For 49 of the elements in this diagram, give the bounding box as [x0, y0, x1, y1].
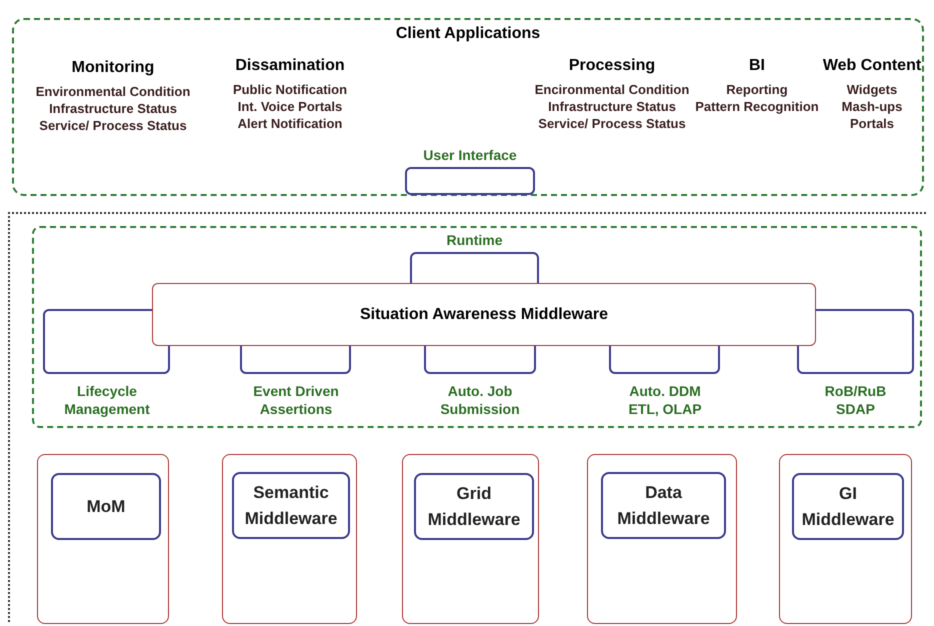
component-label: Auto. Job Submission [439, 382, 521, 418]
category-item: Service/ Process Status [39, 117, 187, 134]
category-item: Encironmental Condition [534, 81, 690, 98]
middleware-name: GI Middleware [800, 482, 896, 530]
dotted-region [8, 212, 926, 622]
component-label: Auto. DDM [629, 382, 701, 400]
category-item: Infrastructure Status [49, 100, 177, 117]
category-heading: Processing [568, 56, 656, 76]
middleware-card [587, 454, 737, 624]
category-item: Int. Voice Portals [238, 98, 342, 115]
middleware-box [232, 472, 350, 539]
component-label: Runtime [446, 231, 502, 249]
category-item: Environmental Condition [36, 83, 190, 100]
component-label: Event Driven Assertions [252, 382, 340, 418]
component-label: ETL, OLAP [628, 400, 702, 418]
middleware-name: MoM [86, 496, 126, 518]
middleware-name: Data Middleware [616, 482, 711, 530]
middleware-name: Semantic Middleware [244, 482, 338, 530]
client-panel [12, 18, 924, 196]
middleware-box [601, 472, 726, 539]
category-item: Public Notification [232, 81, 348, 98]
category-item: Widgets [846, 81, 898, 98]
category-heading: BI [749, 56, 765, 76]
category-item: Reporting [726, 81, 788, 98]
middleware-name: Grid Middleware [426, 482, 522, 530]
category-item: Service/ Process Status [538, 115, 686, 132]
middleware-card [222, 454, 357, 624]
component-label: User Interface [423, 146, 517, 164]
middleware-box [414, 473, 534, 540]
category-heading: Web Content [822, 56, 922, 76]
component-label: RoB/RuB [824, 382, 886, 400]
middleware-title: Situation Awareness Middleware [360, 304, 608, 324]
middleware-card [402, 454, 539, 624]
category-heading: Monitoring [72, 58, 154, 78]
middleware-box [792, 473, 904, 540]
category-item: Pattern Recognition [695, 98, 819, 115]
middleware-card [37, 454, 169, 624]
category-heading: Dissamination [235, 56, 345, 76]
category-item: Infrastructure Status [548, 98, 676, 115]
category-item: Mash-ups [842, 98, 902, 115]
component-label: SDAP [836, 400, 875, 418]
middleware-box [51, 473, 161, 540]
panel-title: Client Applications [394, 24, 542, 44]
middleware-card [779, 454, 912, 624]
category-item: Portals [850, 115, 894, 132]
middleware-box [152, 283, 816, 346]
runtime-group [32, 226, 922, 428]
component-label: Lifecycle Management [63, 382, 151, 418]
category-item: Alert Notification [238, 115, 342, 132]
